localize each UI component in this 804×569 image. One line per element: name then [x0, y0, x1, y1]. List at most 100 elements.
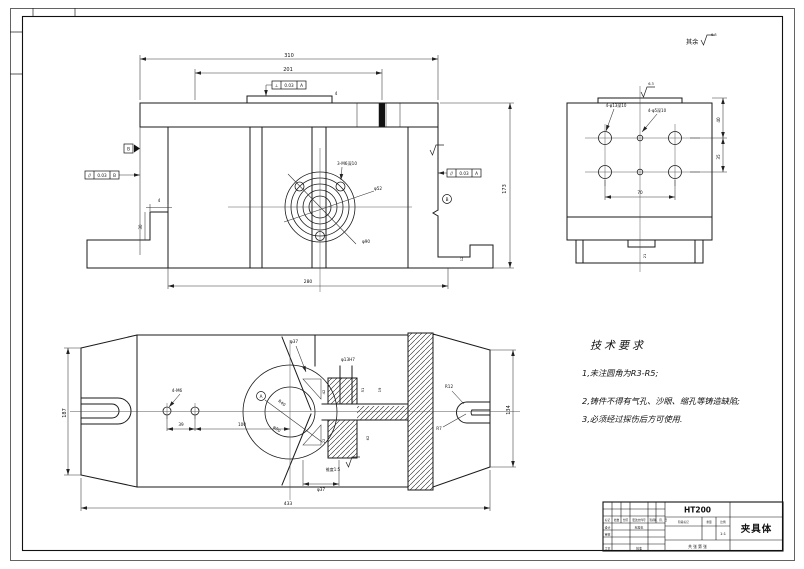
svg-text:⊥: ⊥ — [275, 83, 279, 88]
dim-label: 锥度1:5 — [326, 466, 341, 472]
dim-label: φ37 — [290, 339, 298, 344]
side-ext-lines — [604, 97, 727, 200]
scale-value: 1:1 — [720, 531, 727, 536]
dim-label: 12 — [460, 257, 464, 262]
section-hatch-wedge — [302, 378, 322, 400]
dim-label: R7 — [436, 426, 442, 431]
col-header: 签名 — [649, 518, 655, 522]
dim-label: φ13H7 — [341, 357, 355, 362]
tolerance-frame: ⊥ 0.03 A — [271, 80, 307, 90]
section-hatch-wedge — [302, 424, 322, 446]
check-label: 审核 — [605, 532, 611, 537]
datum-circle: B — [442, 194, 452, 204]
datum-circle: A — [256, 391, 266, 401]
weight-header: 重量 — [706, 520, 712, 524]
side-dimension-lines — [605, 98, 725, 199]
svg-text:0.03: 0.03 — [459, 171, 469, 176]
material-value: HT200 — [684, 506, 711, 515]
section-hatch — [357, 406, 408, 420]
dim-label: 39 — [178, 422, 184, 427]
svg-text:A: A — [300, 83, 303, 88]
dim-label: 134 — [506, 405, 512, 415]
sheet-count-note: 共 张 第 张 — [688, 544, 707, 549]
tech-req-item: 2,铸件不得有气孔、沙眼、缩孔等铸造缺陷; — [582, 396, 740, 406]
part-name: 夹具体 — [740, 523, 773, 535]
dim-label: 4 — [335, 91, 338, 96]
side-outline — [566, 97, 713, 264]
dim-label: R12 — [445, 384, 454, 389]
dim-label: 35 — [716, 154, 721, 160]
inner-border — [21, 15, 784, 552]
dim-label: φ50 — [272, 424, 282, 433]
dim-label: 51 — [360, 387, 365, 392]
dim-label: 22 — [321, 438, 326, 443]
design-label: 设计 — [605, 525, 611, 530]
section-bar — [379, 103, 385, 127]
svg-text:0.03: 0.03 — [284, 83, 294, 88]
svg-text://: // — [450, 171, 453, 176]
dim-label: 4 — [158, 198, 161, 203]
svg-text:A: A — [260, 394, 263, 399]
roughness-mark — [345, 456, 360, 468]
dim-label: 70 — [637, 190, 643, 195]
section-hatch — [356, 102, 380, 128]
dim-label: R40 — [277, 398, 287, 407]
roughness-icon — [700, 34, 715, 46]
front-leaders — [139, 55, 514, 289]
surface-note-prefix: 其余 — [686, 38, 699, 46]
dim-label: 173 — [502, 184, 508, 194]
side-view: 4-φ13深10 4-φ5深10 40 35 70 21 6.3 — [566, 82, 727, 272]
title-block-grid — [603, 502, 783, 551]
dim-label: 30 — [138, 224, 143, 230]
svg-text:B: B — [127, 147, 130, 152]
svg-text:6.3: 6.3 — [648, 82, 654, 86]
frame-tick-marks — [10, 8, 76, 75]
svg-text://: // — [88, 173, 91, 178]
side-centerlines — [585, 86, 700, 272]
title-block-border — [602, 501, 784, 552]
top-ext-lines — [64, 347, 516, 511]
roughness-mark: 6.3 — [640, 82, 655, 98]
surface-note: 其余 6.3 — [686, 33, 717, 46]
dim-label: 4-φ5深10 — [648, 107, 667, 113]
dim-label: φ52 — [374, 186, 382, 191]
dim-label: 62 — [365, 435, 370, 440]
dim-label: 187 — [62, 408, 68, 418]
front-outline — [86, 95, 494, 269]
sheet-frame — [10, 8, 795, 561]
dim-label: φ90 — [362, 239, 370, 244]
dim-label: 40 — [716, 117, 721, 123]
tolerance-frame: // 0.03 A — [446, 168, 482, 178]
process-label: 工艺 — [605, 545, 611, 550]
approve-label: 批准 — [636, 545, 642, 550]
svg-text:B: B — [113, 173, 116, 178]
scale-header: 比例 — [720, 520, 726, 524]
top-centerlines — [70, 340, 520, 500]
dim-label: 4-φ13深10 — [606, 102, 627, 108]
dim-label: 280 — [304, 279, 313, 285]
tech-req-item: 1,未注圆角为R3-R5; — [582, 368, 658, 378]
front-centerlines — [228, 148, 412, 292]
svg-text:A: A — [475, 171, 478, 176]
tech-req-title: 技术要求 — [590, 339, 646, 352]
dim-label: 201 — [283, 67, 293, 73]
svg-text:0.03: 0.03 — [97, 173, 107, 178]
roughness-value: 6.3 — [711, 33, 717, 37]
roughness-mark — [429, 144, 444, 156]
dim-label: 310 — [284, 53, 294, 59]
top-outline — [80, 332, 491, 491]
dim-label: 21 — [643, 254, 647, 259]
col-header: 分区 — [623, 518, 629, 522]
dim-label: 19 — [377, 387, 382, 392]
top-dimension-lines — [66, 345, 515, 510]
dim-label: 4-M6 — [172, 388, 183, 393]
outer-border — [10, 8, 795, 561]
datum-flag: B — [123, 143, 140, 154]
dim-label: 42 — [321, 389, 326, 394]
standardization-label: 标准化 — [635, 525, 644, 530]
tech-req-item: 3,必须经过探伤后方可使用. — [582, 414, 682, 424]
